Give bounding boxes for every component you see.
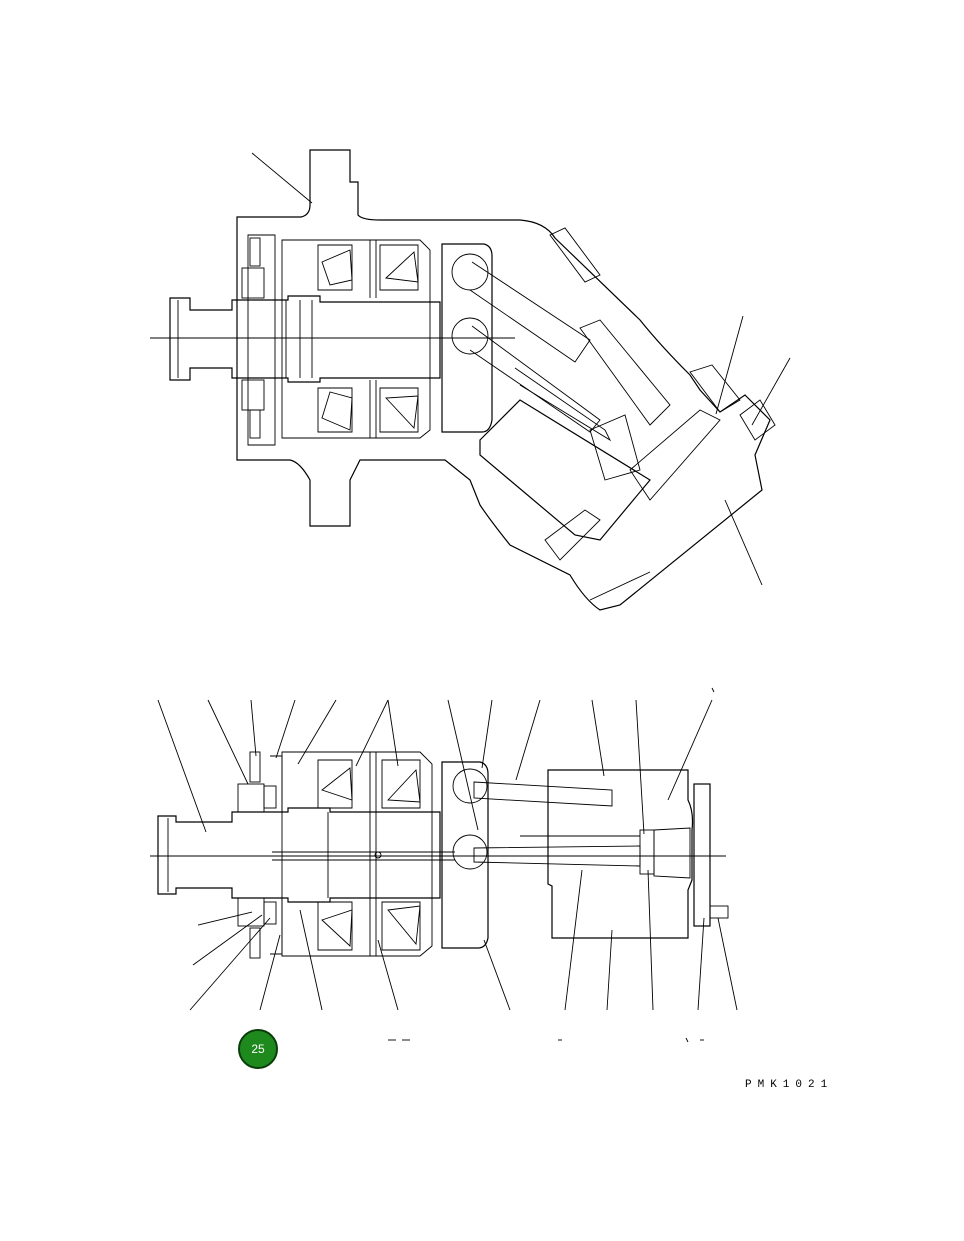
top-leader-lines <box>251 152 791 586</box>
bottom-leader-lines-lower <box>189 869 738 1043</box>
bottom-assembly-section <box>150 751 729 959</box>
callout-badge[interactable]: 25 <box>238 1029 278 1069</box>
bottom-leader-lines-upper <box>157 687 715 835</box>
drawing-code: PMK1021 <box>745 1079 834 1091</box>
callout-number: 25 <box>251 1042 265 1056</box>
top-housing-section <box>150 149 776 611</box>
